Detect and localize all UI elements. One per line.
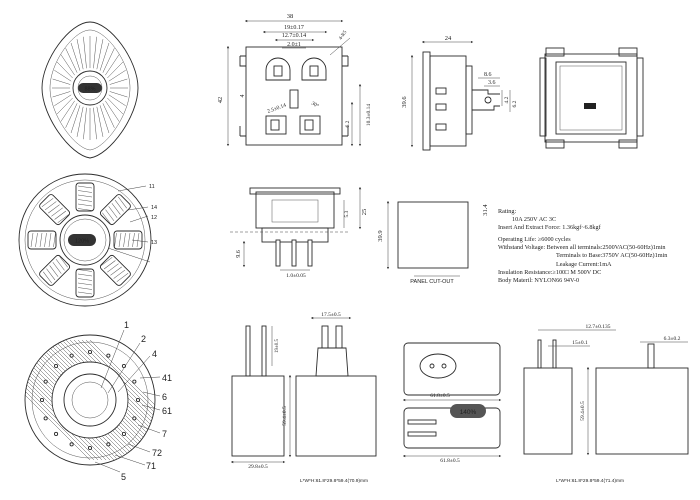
callout-12: 12 [151,215,157,221]
spec-withstand-2: Terminals to Base:3750V AC(50-60Hz)1min [556,252,668,260]
charger3-a: 12.7±0.135 [585,324,610,330]
dim-10-3: 10.3±0.14 [366,104,372,127]
side-dim-24: 24 [445,35,452,42]
charger-side-view: 17.5±0.5 59.4±0.5 L*W*H:61.8*29.8*59.4(7… [282,312,377,484]
callout-61: 61 [162,406,172,416]
charger2-w: 61.8±0.5 [430,393,450,399]
callout-13: 13 [151,240,157,246]
callout-1: 1 [124,320,129,330]
dim-radius: 4-R5 [339,30,349,41]
spec-material: Body Materil: NYLON66 94V-0 [498,276,580,284]
panel-cutout: 39.9 31.4 PANEL CUT-OUT [377,200,489,285]
callout-71: 71 [146,461,156,471]
spec-leakage: Leakage Current:1mA [556,260,612,268]
charger2-w2: 61.8±0.5 [440,458,460,464]
spec-block: Rating: 10A 250V AC 3C Insert And Extrac… [498,208,698,285]
spec-rating: 10A 250V AC 3C [512,216,557,224]
charger1-pin: 19±0.5 [275,339,280,353]
charger1-top: 17.5±0.5 [321,312,341,318]
dim-38: 38 [287,13,294,20]
badge-140: 140% [460,409,477,416]
socket-side-view: 24 39.6 8.6 3.6 4.2 6.2 [401,35,518,151]
callout-2: 2 [141,334,146,344]
bottom-dim-pitch: 1.0±0.05 [286,273,306,279]
panel-height: 39.9 [377,230,384,241]
dim-19: 19±0.17 [284,25,304,31]
dim-2-0: 2.0±1 [287,42,301,48]
spec-insert: Insert And Extract Force: 1.36kgf~6.8kgf [498,224,601,232]
charger3-c: 6.3±0.2 [664,336,681,342]
callout-5: 5 [121,472,126,482]
callout-4: 4 [152,349,157,359]
badge-120: 120% [75,239,89,245]
dim-6-2: 6.2 [345,120,351,127]
charger3-front-view: 12.7±0.135 15±0.1 [523,324,616,455]
dim-hole: 2.5±0.14 [267,102,288,114]
side-dim-8-6: 8.6 [484,72,492,78]
callout-41: 41 [162,373,172,383]
side-dim-6-2: 6.2 [512,100,518,107]
spec-withstand-1: Withstand Voltage: Between all terminals… [498,244,666,252]
charger3-side-view: 6.3±0.2 59.4±0.5 L*W*H:61.8*29.8*59.4(71… [556,336,689,484]
spec-rating-title: Rating: [498,208,517,215]
dim-42: 42 [217,97,224,104]
charger1-side: 59.4±0.5 [282,406,288,426]
vane-wheel-drawing: 120% 11 14 12 13 [18,173,157,307]
side-dim-39-6: 39.6 [401,96,408,108]
socket-bottom-view: 25 5.3 9.6 1.0±0.05 [230,186,368,279]
dim-4: 4 [240,95,246,98]
bottom-dim-25: 25 [361,209,368,216]
charger3-side: 59.4±0.5 [580,401,586,421]
side-dim-4-2: 4.2 [504,96,510,103]
hatched-disc-drawing: 1 2 4 41 6 61 7 72 71 5 [24,320,172,482]
callout-14: 14 [151,205,157,211]
dim-12-7: 12.7±0.14 [282,33,306,39]
socket-front-view: 38 19±0.17 12.7±0.14 2.0±1 42 4 2.5±0.14… [217,13,372,147]
charger3-caption: L*W*H:61.8*29.8*59.4(71.4)mm [556,478,624,484]
charger-bottom-view: 140% 61.8±0.5 [402,404,502,464]
side-dim-3-6: 3.6 [488,80,496,86]
callout-72: 72 [152,448,162,458]
dim-angle: 30° [310,100,320,110]
bottom-dim-5-3: 5.3 [344,210,350,217]
charger1-bottom: 29.8±0.5 [248,464,268,470]
panel-width: 31.4 [482,204,489,216]
rhombus-part-drawing: 88% [41,21,139,159]
badge-88: 88% [84,87,95,93]
callout-6: 6 [162,392,167,402]
panel-label: PANEL CUT-OUT [410,279,454,285]
spec-life: Operating Life: ≥6000 cycles [498,236,571,244]
socket-rear-view [539,47,644,149]
spec-insulation: Insulation Resistance:≥100□ M 500V DC [498,268,602,276]
charger3-b: 15±0.1 [572,340,588,346]
callout-7: 7 [162,429,167,439]
charger1-caption: L*W*H:61.8*29.8*59.4(70.9)mm [300,478,368,484]
bottom-dim-9-6: 9.6 [236,250,242,258]
charger-front-view: 19±0.5 29.8±0.5 [230,325,286,470]
charger-top-view: 61.8±0.5 [402,342,502,402]
callout-11: 11 [149,184,155,190]
